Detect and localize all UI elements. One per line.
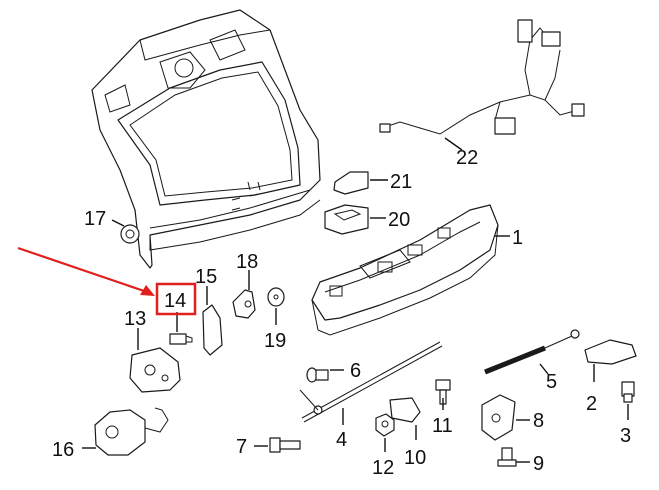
callout-11: 11 [432,415,453,437]
callout-17: 17 [84,208,106,230]
callout-13: 13 [124,308,146,330]
part-21 [333,171,388,195]
callout-9: 9 [533,453,544,475]
part-2 [584,339,637,382]
liftgate-panel [91,9,321,269]
callout-4: 4 [336,429,347,451]
callout-18: 18 [236,251,258,273]
callout-10: 10 [404,447,426,469]
highlight-box [155,282,197,316]
highlight-arrow [17,246,155,296]
part-7 [254,437,301,453]
callout-8: 8 [533,410,544,432]
trim-panel-part-1 [311,204,510,336]
callout-19: 19 [264,330,286,352]
callout-22: 22 [456,147,478,169]
part-16 [82,407,169,456]
part-15 [202,286,223,356]
callout-7: 7 [236,436,247,458]
part-20 [324,204,386,235]
callout-1: 1 [512,227,523,249]
part-14 [169,312,193,345]
part-19 [267,287,285,325]
callout-16: 16 [52,439,74,461]
part-6 [306,367,344,383]
part-12 [375,413,395,452]
part-9 [497,447,530,467]
part-11 [435,379,451,410]
part-4 [299,341,443,425]
part-18 [232,270,256,319]
part-17 [111,219,140,244]
callout-2: 2 [586,393,597,415]
callout-15: 15 [195,266,217,288]
wire-harness-part-22 [379,19,585,151]
callout-12: 12 [372,457,394,479]
callout-21: 21 [390,171,412,193]
callout-3: 3 [620,425,631,447]
part-5 [484,329,580,375]
part-13 [129,328,181,393]
callout-14: 14 [164,290,186,312]
callout-5: 5 [546,371,557,393]
callout-20: 20 [388,209,410,231]
part-3 [621,381,635,420]
callout-6: 6 [350,360,361,382]
part-8 [481,394,530,441]
part-10 [389,397,421,440]
